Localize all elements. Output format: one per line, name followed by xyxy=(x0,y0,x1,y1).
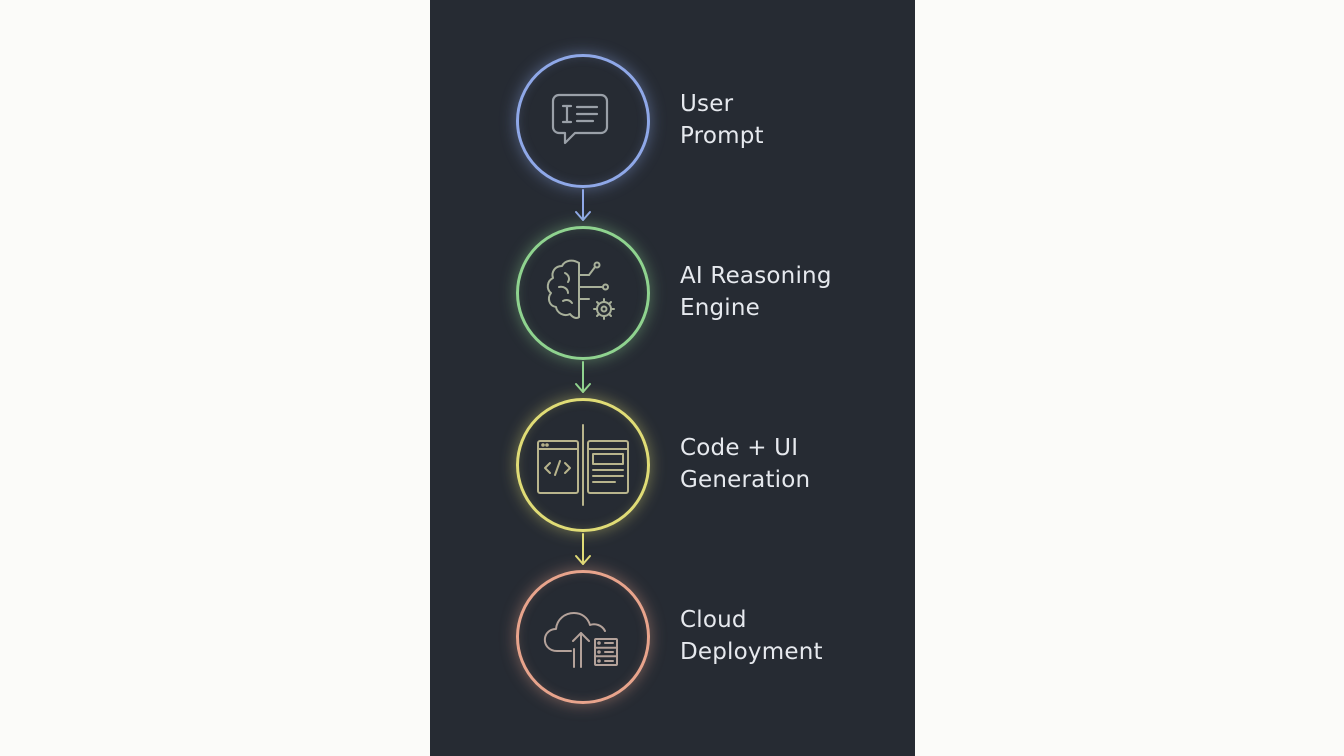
code-window-icon xyxy=(537,424,629,506)
step-ring xyxy=(516,398,650,532)
step-label-line1: AI Reasoning xyxy=(680,263,832,289)
step-label: Cloud Deployment xyxy=(680,604,900,668)
step-ring xyxy=(516,570,650,704)
step-ring xyxy=(516,54,650,188)
step-label-line2: Prompt xyxy=(680,123,764,149)
chat-bubble-icon xyxy=(551,93,609,145)
flow-diagram: User Prompt xyxy=(430,0,915,756)
arrow-down-icon xyxy=(575,189,591,221)
step-label-line2: Generation xyxy=(680,467,811,493)
brain-gear-icon xyxy=(546,259,615,320)
step-label: Code + UI Generation xyxy=(680,432,900,496)
step-cloud-deployment: Cloud Deployment xyxy=(430,570,915,710)
step-label-line1: Cloud xyxy=(680,607,747,633)
arrow-down-icon xyxy=(575,361,591,393)
arrow-down-icon xyxy=(575,533,591,565)
step-label: AI Reasoning Engine xyxy=(680,260,900,324)
diagram-panel: User Prompt xyxy=(430,0,915,756)
cloud-server-icon xyxy=(543,612,618,668)
step-label: User Prompt xyxy=(680,88,900,152)
step-code-ui-generation: Code + UI Generation xyxy=(430,398,915,538)
step-ring xyxy=(516,226,650,360)
step-label-line2: Engine xyxy=(680,295,761,321)
step-label-line1: User xyxy=(680,91,734,117)
step-ai-reasoning: AI Reasoning Engine xyxy=(430,226,915,366)
step-user-prompt: User Prompt xyxy=(430,54,915,194)
step-label-line1: Code + UI xyxy=(680,435,799,461)
step-label-line2: Deployment xyxy=(680,639,823,665)
